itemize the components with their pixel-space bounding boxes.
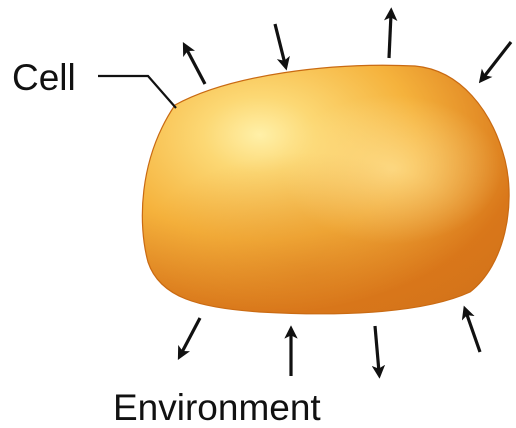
- cell-label-leader-line: [98, 76, 176, 108]
- arrow-out-bottom-mid: [375, 326, 379, 372]
- environment-label: Environment: [113, 387, 321, 428]
- arrow-out-bottom-left: [181, 318, 200, 354]
- cell-label: Cell: [12, 57, 76, 98]
- cell-body: [142, 65, 509, 314]
- arrow-out-top-right: [389, 14, 391, 58]
- arrow-out-top-left: [186, 48, 205, 84]
- arrow-in-upper-right: [483, 42, 511, 78]
- arrow-in-top-center: [275, 24, 285, 64]
- arrow-in-bottom-right: [466, 312, 480, 352]
